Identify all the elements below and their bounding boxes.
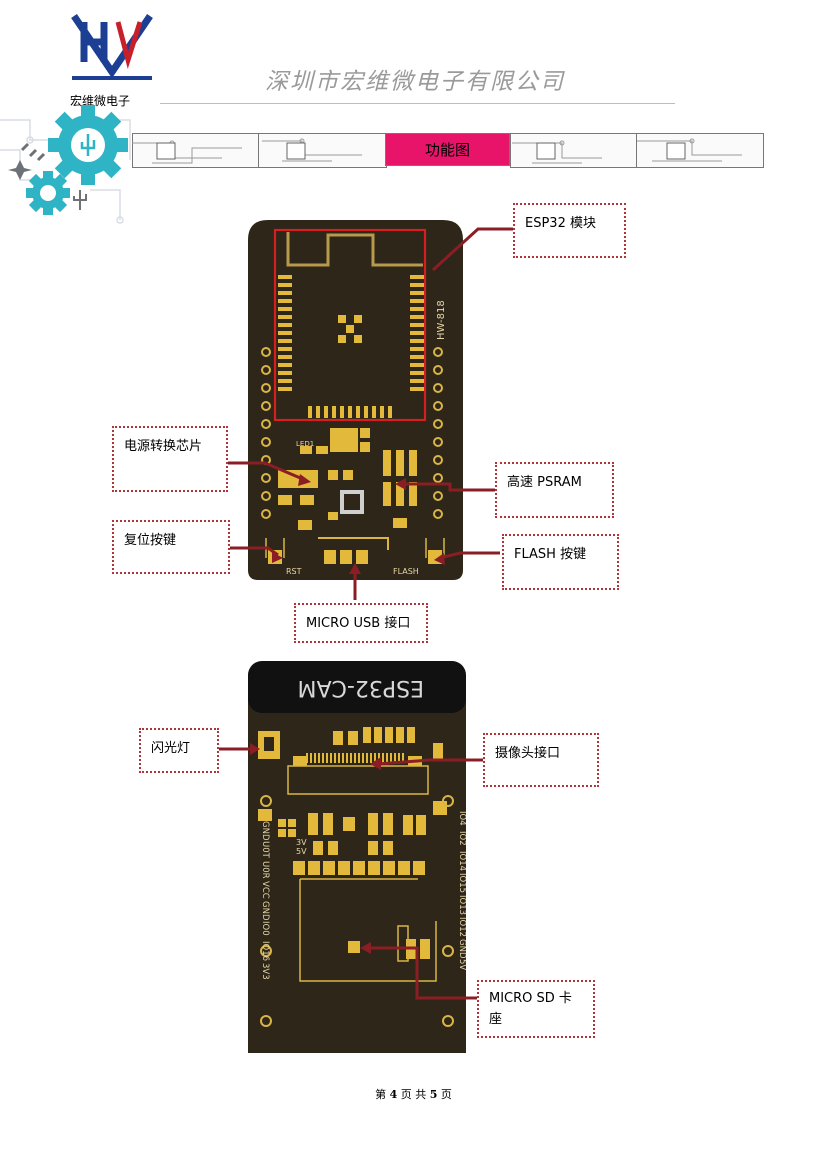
callout-flash-led: 闪光灯	[139, 728, 219, 773]
callout-micro-sd: MICRO SD 卡 座	[477, 980, 595, 1038]
footer-total-label: 共	[415, 1088, 427, 1101]
circuit-strip-segment	[636, 133, 764, 168]
callout-esp32-module: ESP32 模块	[513, 203, 626, 258]
silk-right-pin: 5V	[457, 959, 466, 970]
footer-page-number: 4	[389, 1088, 398, 1101]
silk-left-pin: GND	[260, 821, 270, 841]
silk-esp32-cam: ESP32-CAM	[298, 675, 424, 700]
silk-left-pin: GND	[260, 901, 270, 921]
footer-page-label: 第	[375, 1088, 387, 1101]
logo-text: 宏维微电子	[70, 94, 131, 108]
pcb-back-view: ESP32-CAM 3V 5V	[248, 661, 466, 1053]
silk-left-pin: VCC	[260, 881, 270, 899]
silk-led: LED1	[296, 440, 314, 448]
company-logo	[71, 14, 153, 80]
silk-right-pin: IO13	[457, 895, 466, 915]
silk-right-pin: IO12	[457, 917, 466, 937]
silk-right-pin: IO4	[457, 811, 466, 826]
callout-camera-connector: 摄像头接口	[483, 733, 599, 787]
silk-left-pin: IO0	[260, 921, 270, 936]
page-footer: 第 4 页 共 5 页	[0, 1086, 827, 1102]
callout-leaders-bottom	[219, 743, 483, 1000]
silk-right-pin: IO15	[457, 873, 466, 893]
callout-leaders-top	[228, 227, 513, 600]
silk-left-pin: IO16	[260, 941, 270, 961]
pcb-front-view: LED1 RST FLASH HW-818	[248, 220, 463, 580]
footer-total-unit: 页	[440, 1088, 452, 1101]
callout-power-chip: 电源转换芯片	[112, 426, 228, 492]
silk-jumper-3v: 3V	[296, 838, 307, 847]
callout-flash-button: FLASH 按键	[502, 534, 619, 590]
footer-page-unit: 页	[400, 1088, 412, 1101]
circuit-strip-segment	[258, 133, 387, 168]
silk-flash: FLASH	[393, 567, 419, 576]
section-title: 功能图	[385, 133, 510, 166]
silk-rst: RST	[286, 567, 302, 576]
silk-left-pin: U0R	[260, 861, 270, 879]
callout-reset-button: 复位按键	[112, 520, 230, 574]
callout-micro-usb: MICRO USB 接口	[294, 603, 428, 643]
silk-left-pin: 3V3	[260, 963, 270, 980]
circuit-strip-pattern	[132, 138, 742, 164]
footer-total-pages: 5	[429, 1088, 438, 1101]
silk-jumper-5v: 5V	[296, 847, 307, 856]
circuit-strip-segment	[132, 133, 260, 168]
silk-left-pin: U0T	[260, 841, 270, 859]
callout-micro-sd-line1: MICRO SD 卡	[489, 991, 572, 1006]
silk-right-pin: IO14	[457, 851, 466, 871]
silk-module: HW-818	[436, 300, 447, 340]
silk-right-pin: GND	[457, 939, 466, 959]
gear-decoration-icon	[0, 105, 131, 224]
callout-micro-sd-line2: 座	[489, 1012, 503, 1027]
silk-right-pin: IO2	[457, 831, 466, 846]
callout-psram: 高速 PSRAM	[495, 462, 614, 518]
circuit-strip-segment	[510, 133, 638, 168]
company-name: 深圳市宏维微电子有限公司	[265, 69, 565, 95]
header-rule	[160, 103, 675, 104]
